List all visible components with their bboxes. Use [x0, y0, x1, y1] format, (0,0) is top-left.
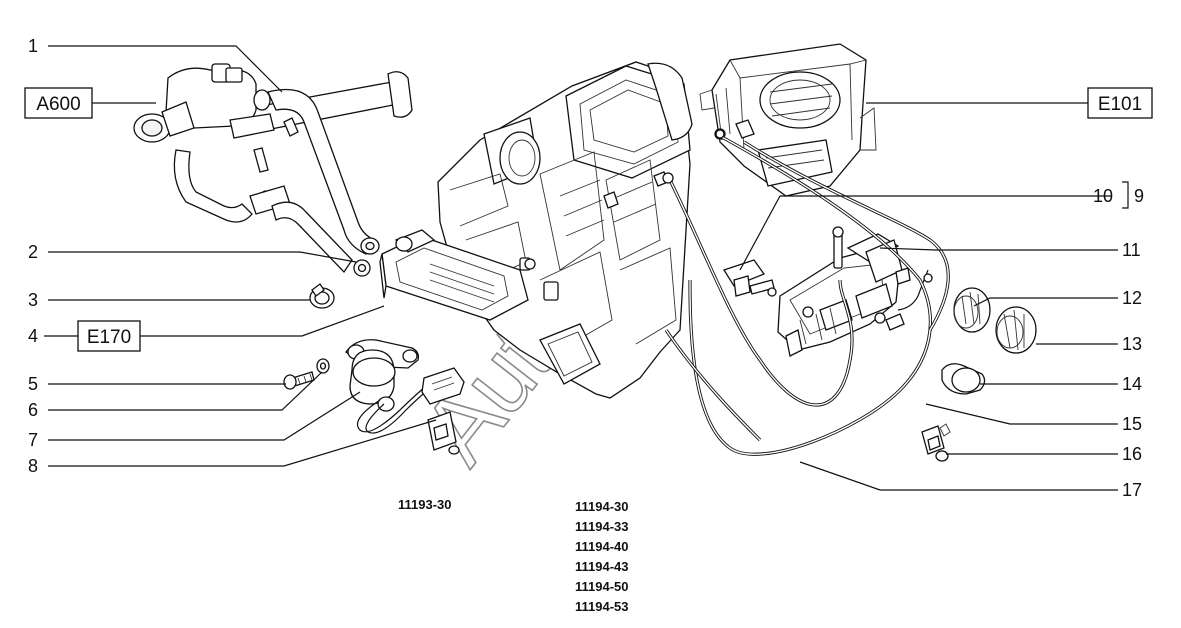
cable-clip: [921, 423, 951, 462]
model-codes-left: 11193-30: [398, 497, 452, 512]
callout-4: 4: [28, 326, 38, 346]
model-code-right-3: 11194-40: [575, 539, 629, 554]
callout-3: 3: [28, 290, 38, 310]
model-codes-right: 11194-30 11194-33 11194-40 11194-43 1119…: [575, 499, 629, 614]
leader-lines: [48, 45, 1129, 491]
reference-e101-text: E101: [1098, 94, 1142, 115]
reference-box-e170: E170: [77, 320, 141, 352]
callout-15: 15: [1122, 414, 1142, 434]
callout-numbers: 1 2 3 4 5 6 7 8 9 10 11 12 13 14 15 16 1…: [28, 36, 1144, 500]
callout-5: 5: [28, 374, 38, 394]
reference-box-e101: E101: [1087, 87, 1153, 119]
model-code-right-2: 11194-33: [575, 519, 629, 534]
callout-16: 16: [1122, 444, 1142, 464]
reference-box-a600: A600: [24, 87, 93, 119]
screw-and-washer: [283, 358, 330, 390]
model-code-right-5: 11194-50: [575, 579, 629, 594]
air-distribution-unit: [699, 43, 877, 197]
callout-10: 10: [1093, 186, 1113, 206]
callout-6: 6: [28, 400, 38, 420]
heater-control-unit: [723, 226, 933, 357]
callout-8: 8: [28, 456, 38, 476]
callout-2: 2: [28, 242, 38, 262]
callout-9: 9: [1134, 186, 1144, 206]
model-code-right-4: 11194-43: [575, 559, 629, 574]
callout-14: 14: [1122, 374, 1142, 394]
callout-17: 17: [1122, 480, 1142, 500]
flap-motor: [345, 339, 465, 455]
control-knobs: [941, 287, 1037, 395]
reference-e170-text: E170: [87, 327, 131, 348]
model-code-left-1: 11193-30: [398, 497, 452, 512]
reference-a600-text: A600: [36, 94, 80, 115]
control-cables: [662, 129, 950, 456]
callout-7: 7: [28, 430, 38, 450]
coolant-tap-assembly: [133, 63, 413, 277]
model-code-right-6: 11194-53: [575, 599, 629, 614]
heater-housing: [379, 61, 693, 399]
hose-clamp: [309, 283, 335, 309]
model-code-right-1: 11194-30: [575, 499, 629, 514]
callout-11: 11: [1122, 240, 1141, 260]
callout-12: 12: [1122, 288, 1142, 308]
callout-1: 1: [28, 36, 38, 56]
callout-13: 13: [1122, 334, 1142, 354]
